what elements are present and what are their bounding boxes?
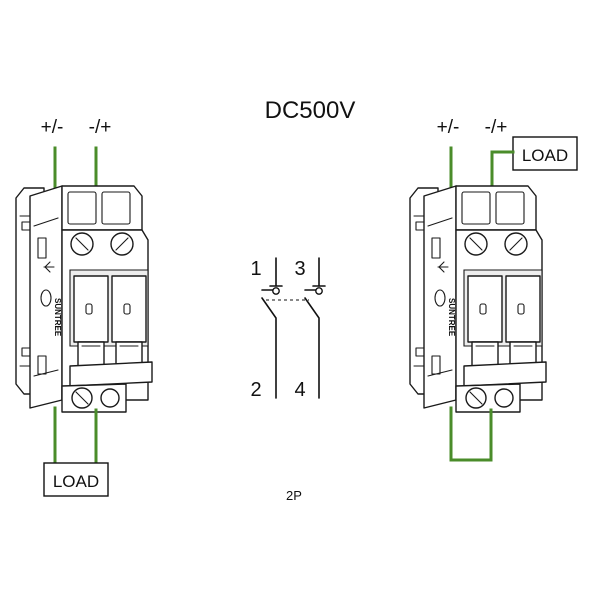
symbol-pole2-top-number: 3 — [294, 258, 305, 280]
left-breaker-polarity-left: +/- — [41, 117, 64, 138]
right-breaker-body — [409, 185, 547, 413]
voltage-title: DC500V — [265, 97, 356, 124]
left-breaker-body — [15, 185, 153, 413]
left-breaker-polarity-right: -/+ — [89, 117, 112, 138]
right-breaker-polarity-left: +/- — [437, 117, 460, 138]
pole-count-label: 2P — [286, 488, 302, 503]
right-breaker: +/- -/+ LOAD SUNTREE — [409, 117, 578, 462]
symbol-pole1-top-number: 1 — [250, 258, 261, 280]
symbol-pole1-bottom-number: 2 — [250, 379, 261, 401]
right-breaker-load-box: LOAD — [512, 136, 578, 171]
symbol-pole1-line — [261, 257, 278, 399]
symbol-pole2-bottom-number: 4 — [294, 379, 305, 401]
switch-symbol: 1 3 2 4 — [250, 257, 326, 401]
left-breaker-load-label: LOAD — [53, 472, 99, 491]
right-breaker-jumper-wire — [449, 406, 493, 462]
symbol-pole2-line — [304, 257, 321, 399]
right-breaker-wire-top-2 — [490, 150, 515, 202]
left-breaker: +/- -/+ SUNTREE LOAD — [15, 117, 153, 497]
right-breaker-load-label: LOAD — [522, 146, 568, 165]
right-breaker-brand: SUNTREE — [447, 298, 456, 337]
left-breaker-brand: SUNTREE — [53, 298, 62, 337]
right-breaker-polarity-right: -/+ — [485, 117, 508, 138]
left-breaker-load-box: LOAD — [43, 462, 109, 497]
